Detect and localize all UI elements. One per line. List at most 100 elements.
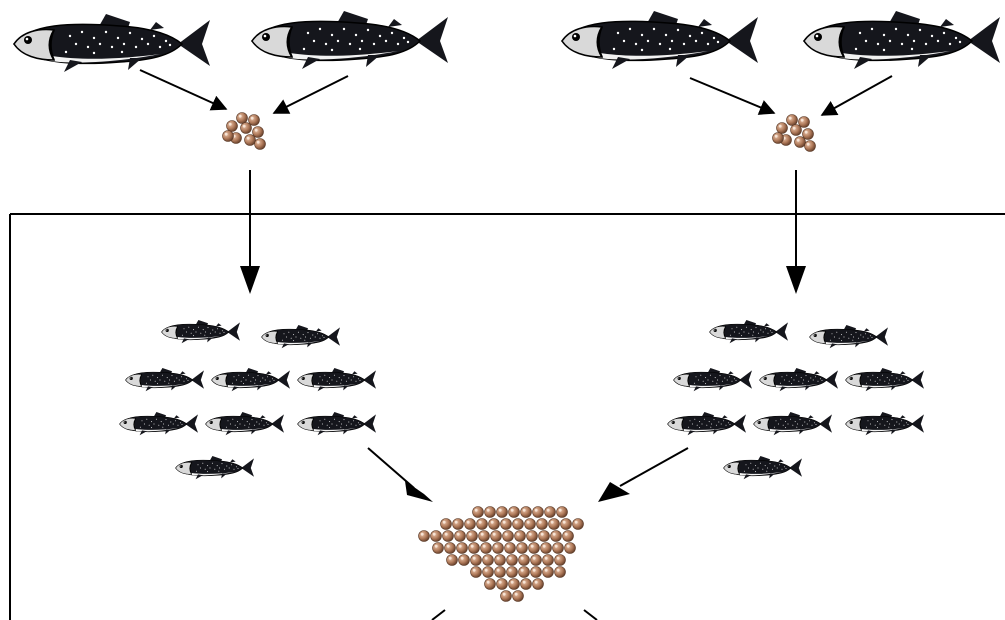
egg (222, 130, 234, 142)
egg-cluster-icon (772, 114, 816, 152)
arrow (367, 447, 415, 489)
egg (430, 530, 442, 542)
egg (512, 518, 524, 530)
egg (500, 590, 512, 602)
egg (516, 542, 528, 554)
egg (572, 518, 584, 530)
egg (786, 114, 798, 126)
small-fish-icon (845, 411, 925, 436)
egg (248, 114, 260, 126)
egg (480, 542, 492, 554)
egg (528, 542, 540, 554)
egg (490, 530, 502, 542)
egg (482, 566, 494, 578)
parents-left (13, 10, 449, 73)
small-fish-icon (119, 411, 199, 436)
egg (530, 566, 542, 578)
egg (432, 542, 444, 554)
egg (508, 506, 520, 518)
small-fish-icon (175, 455, 255, 480)
arrow (689, 77, 776, 115)
arrow (619, 447, 689, 487)
egg-cluster-icon (222, 112, 266, 150)
egg (244, 134, 256, 146)
egg (254, 138, 266, 150)
egg (478, 530, 490, 542)
large-fish-icon (13, 13, 211, 73)
large-fish-icon (251, 10, 449, 70)
egg (470, 554, 482, 566)
egg (484, 506, 496, 518)
egg (444, 542, 456, 554)
egg (554, 566, 566, 578)
parents-right (561, 10, 1001, 70)
small-fish-icon (845, 367, 925, 392)
small-fish-icon (759, 367, 839, 392)
arrow-head (598, 482, 630, 502)
egg (798, 116, 810, 128)
egg (542, 566, 554, 578)
egg (454, 530, 466, 542)
egg (542, 554, 554, 566)
egg (500, 518, 512, 530)
egg (794, 136, 806, 148)
egg (536, 518, 548, 530)
egg (492, 542, 504, 554)
egg (544, 506, 556, 518)
egg (562, 530, 574, 542)
egg (442, 530, 454, 542)
egg (538, 530, 550, 542)
small-fish-icon (161, 319, 241, 344)
egg (772, 132, 784, 144)
egg (484, 578, 496, 590)
offspring-group-left (119, 319, 377, 480)
egg (226, 120, 238, 132)
egg (554, 554, 566, 566)
egg (508, 578, 520, 590)
egg (506, 566, 518, 578)
egg (464, 518, 476, 530)
egg (476, 518, 488, 530)
egg (494, 566, 506, 578)
arrow-head (240, 266, 260, 294)
egg (550, 530, 562, 542)
large-fish-icon (803, 10, 1001, 70)
egg (456, 542, 468, 554)
egg (458, 554, 470, 566)
egg (504, 542, 516, 554)
small-fish-icon (297, 411, 377, 436)
egg (512, 590, 524, 602)
egg (560, 518, 572, 530)
egg (496, 578, 508, 590)
egg (502, 530, 514, 542)
egg (514, 530, 526, 542)
egg (236, 112, 248, 124)
small-fish-icon (261, 324, 341, 349)
egg (496, 506, 508, 518)
small-fish-icon (211, 367, 291, 392)
egg (418, 530, 430, 542)
egg (552, 542, 564, 554)
egg (526, 530, 538, 542)
small-fish-icon (667, 411, 747, 436)
egg (240, 122, 252, 134)
egg (520, 578, 532, 590)
egg (532, 506, 544, 518)
arrow (431, 609, 446, 620)
egg-pile-icon (418, 506, 584, 602)
egg (564, 542, 576, 554)
large-fish-icon (561, 10, 759, 70)
egg (776, 122, 788, 134)
egg (524, 518, 536, 530)
small-fish-icon (709, 319, 789, 344)
arrow (583, 609, 598, 620)
egg (252, 126, 264, 138)
offspring-group-right (667, 319, 925, 480)
egg (548, 518, 560, 530)
small-fish-icon (809, 324, 889, 349)
egg (520, 506, 532, 518)
egg (556, 506, 568, 518)
egg (446, 554, 458, 566)
egg (440, 518, 452, 530)
small-fish-icon (753, 411, 833, 436)
